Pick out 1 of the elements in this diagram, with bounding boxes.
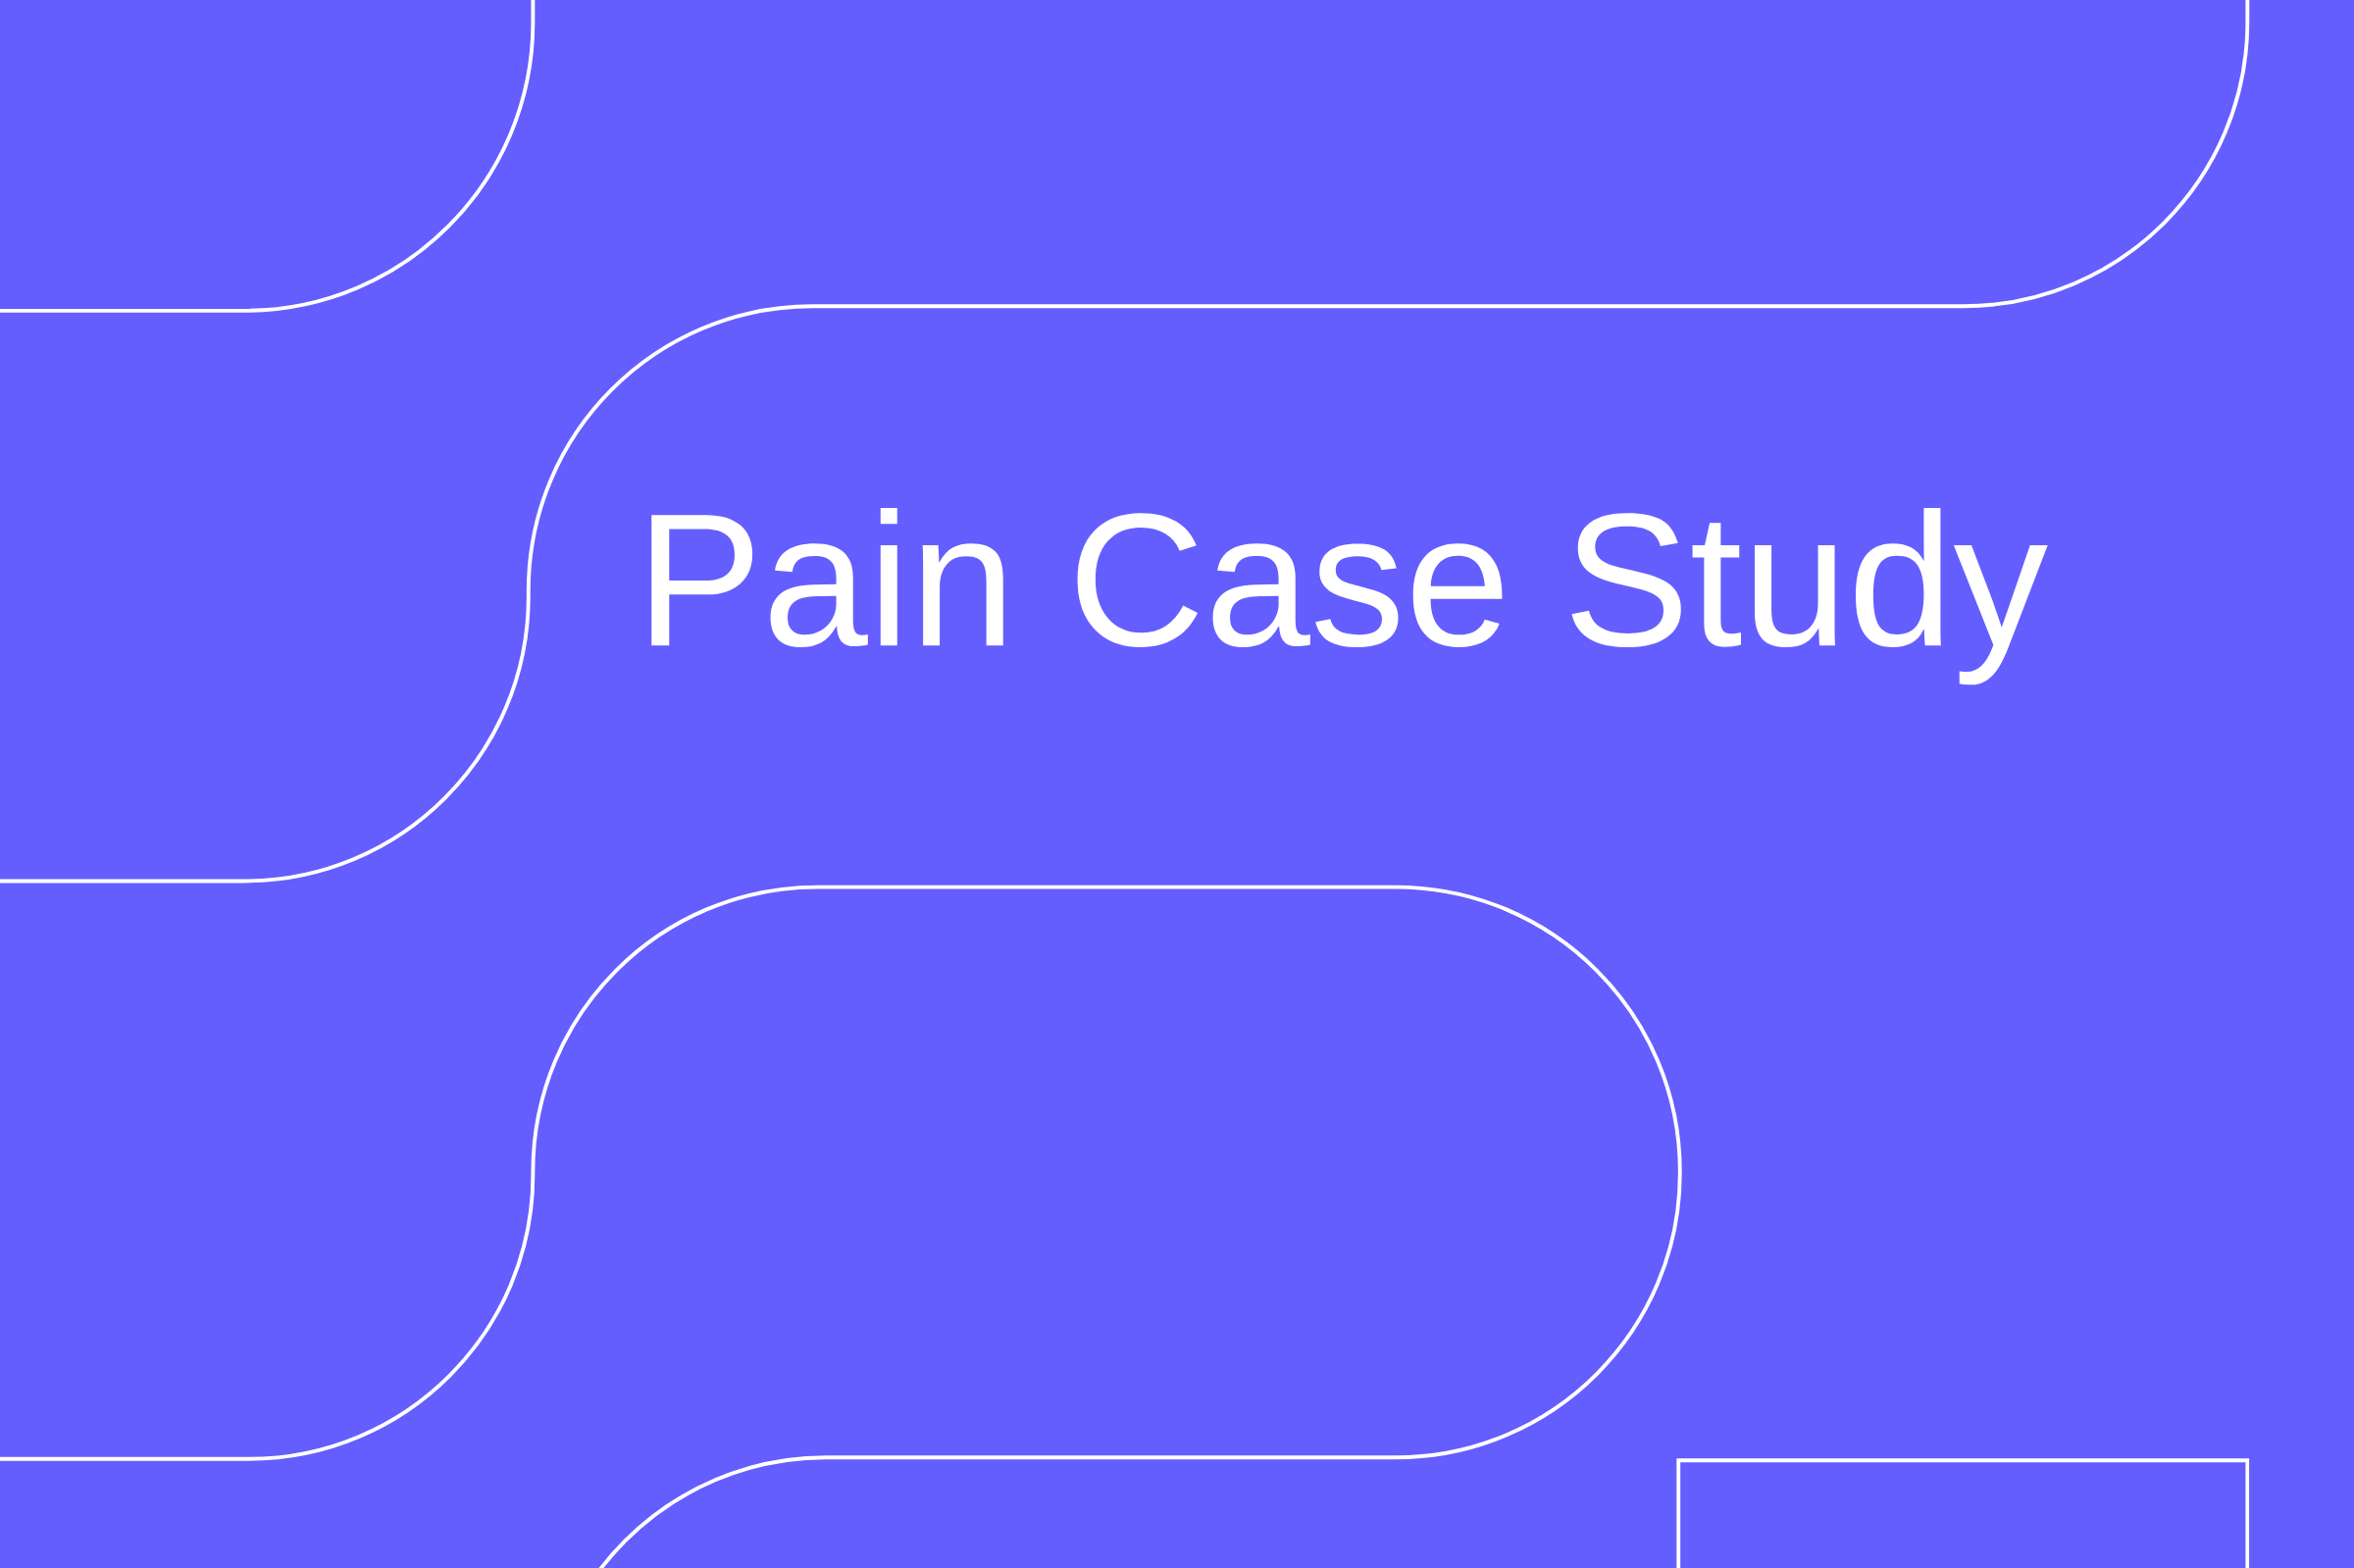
title: Pain Case Study: [651, 507, 2048, 685]
